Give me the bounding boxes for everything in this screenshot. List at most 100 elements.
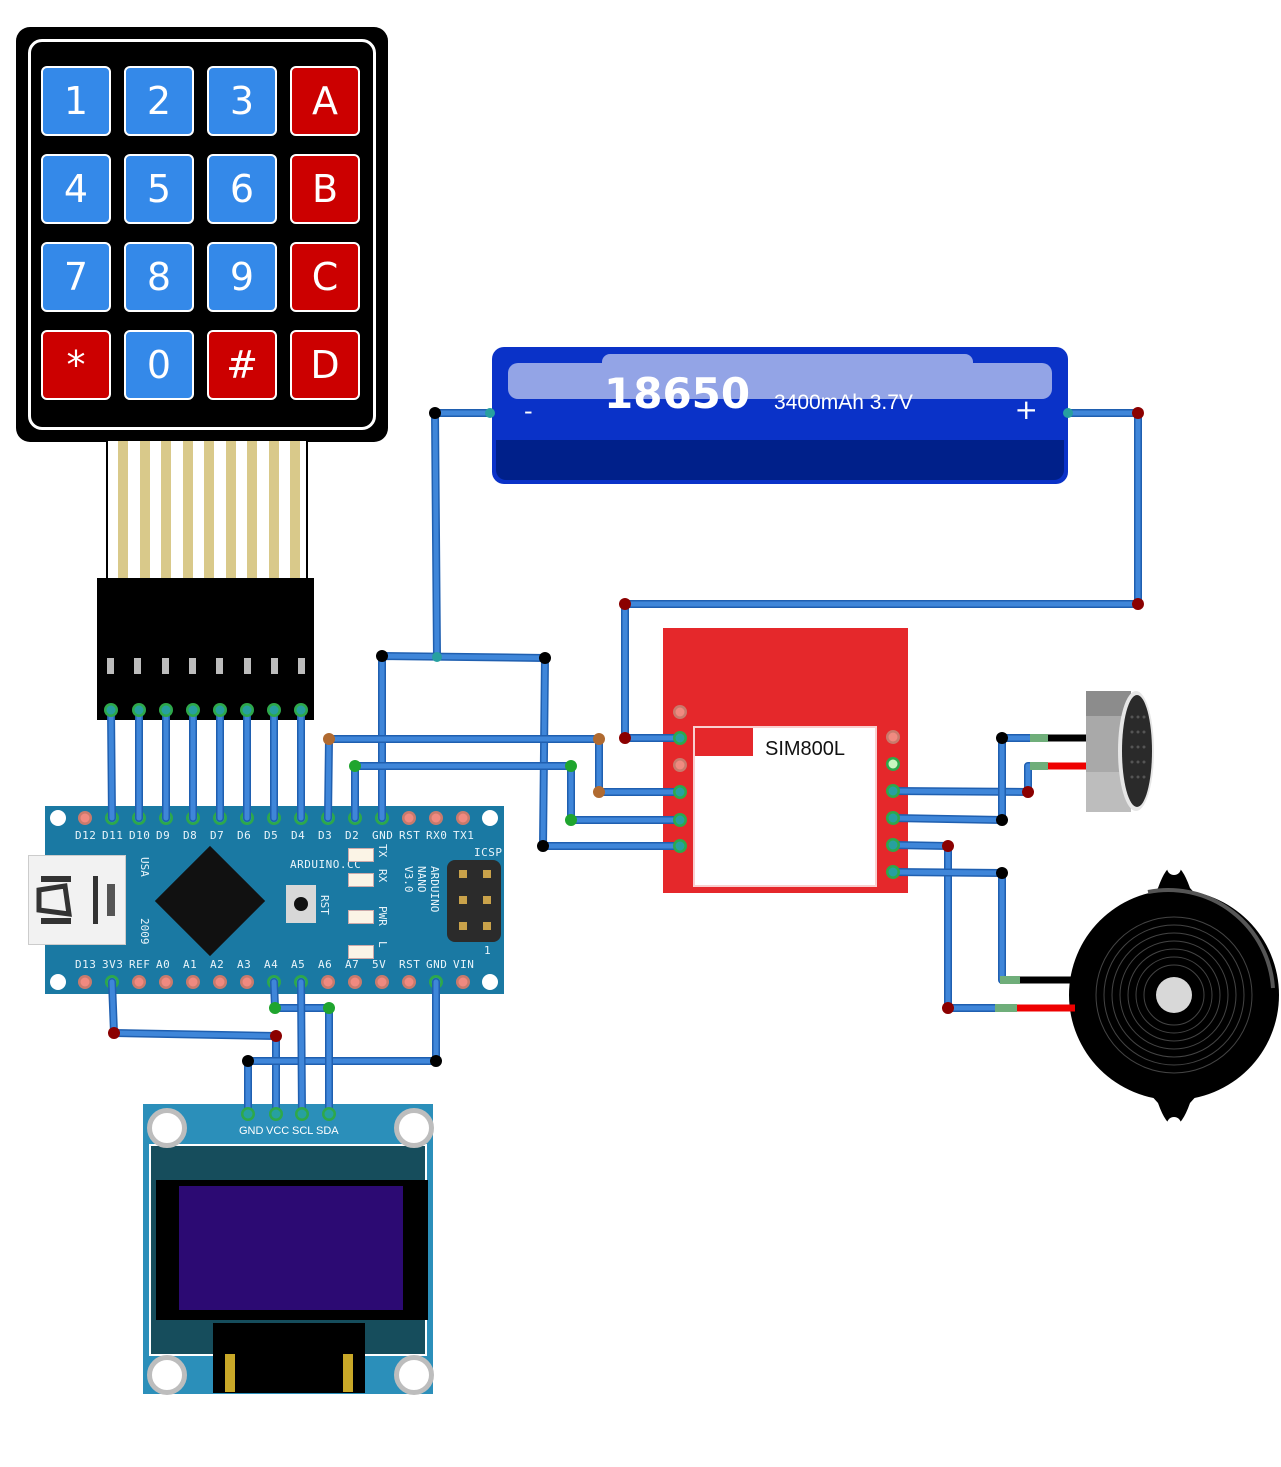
header-slot: [134, 658, 142, 674]
mic-lead-sleeve: [1030, 762, 1048, 770]
keypad-key[interactable]: 7: [41, 242, 111, 312]
pin-label-rst: RST: [399, 958, 421, 971]
oled-pin-label-gnd: GND: [239, 1125, 264, 1137]
keypad-key[interactable]: C: [290, 242, 360, 312]
usb-mini-connector: [28, 855, 126, 945]
oled-pin-label-vcc: VCC: [266, 1125, 290, 1137]
arduino-bottom-pin-center: [80, 977, 90, 987]
keypad-key[interactable]: 9: [207, 242, 277, 312]
keypad-bezel: [28, 39, 376, 430]
arduino-bottom-pin-center: [377, 977, 387, 987]
keypad-key[interactable]: 1: [41, 66, 111, 136]
ribbon-trace: [247, 441, 257, 581]
header-slot: [243, 658, 251, 674]
junction: [565, 760, 577, 772]
junction: [537, 840, 549, 852]
pin-label-3v3: 3V3: [102, 958, 124, 971]
pin-label-d2: D2: [345, 829, 360, 842]
keypad-key[interactable]: 3: [207, 66, 277, 136]
junction: [593, 786, 605, 798]
oled-pin-label-sda: SDA: [316, 1125, 339, 1137]
icsp-pin: [459, 896, 467, 904]
sim-left-pin-center: [675, 787, 685, 797]
battery-model-label: 18650: [604, 369, 751, 418]
junction: [432, 652, 442, 662]
ribbon-trace: [118, 441, 128, 581]
header-pin-center: [215, 705, 225, 715]
pin-label-a6: A6: [318, 958, 333, 971]
battery-positive-wire-core[interactable]: [622, 410, 1141, 741]
battery-negative-wire-core[interactable]: [432, 410, 493, 660]
led-label-tx: TX: [376, 844, 389, 858]
junction: [593, 733, 605, 745]
pin-label-vin: VIN: [453, 958, 475, 971]
status-led: [348, 848, 374, 862]
pin-label-d3: D3: [318, 829, 333, 842]
mic-negative-wire-core[interactable]: [890, 735, 1043, 823]
keypad-key[interactable]: 4: [41, 154, 111, 224]
year-label: 2009: [138, 918, 151, 945]
battery-terminal: [1063, 408, 1073, 418]
icsp-pin: [483, 896, 491, 904]
header-slot: [188, 658, 196, 674]
oled-pin-center: [271, 1109, 281, 1119]
keypad-key[interactable]: 2: [124, 66, 194, 136]
junction: [242, 1055, 254, 1067]
keypad-key[interactable]: A: [290, 66, 360, 136]
oled-flex-cable: [213, 1323, 365, 1393]
oled-ground-wire-core[interactable]: [245, 979, 439, 1116]
keypad-key[interactable]: B: [290, 154, 360, 224]
pin-label-a0: A0: [156, 958, 171, 971]
keypad-key[interactable]: #: [207, 330, 277, 400]
junction: [270, 1030, 282, 1042]
junction: [942, 1002, 954, 1014]
icsp-pin: [483, 922, 491, 930]
pin-label-d9: D9: [156, 829, 171, 842]
junction: [996, 732, 1008, 744]
pin-label-rx0: RX0: [426, 829, 448, 842]
arduino-bottom-pin-center: [350, 977, 360, 987]
header-slot: [216, 658, 224, 674]
keypad-wire-core[interactable]: [108, 707, 115, 821]
mounting-hole: [394, 1355, 434, 1395]
buzzer-lead-sleeve: [995, 1004, 1017, 1012]
oled-display-module: [143, 1104, 434, 1395]
junction: [565, 814, 577, 826]
mounting-hole: [147, 1355, 187, 1395]
keypad-key[interactable]: *: [41, 330, 111, 400]
keypad-key[interactable]: 5: [124, 154, 194, 224]
header-pin-center: [134, 705, 144, 715]
pin-label-ref: REF: [129, 958, 151, 971]
sim800l-module: SIM800L: [663, 628, 908, 893]
scl-wire-core[interactable]: [298, 979, 305, 1116]
battery-shadow: [496, 440, 1064, 480]
junction: [376, 650, 388, 662]
arduino-bottom-pin-center: [404, 977, 414, 987]
sim-left-pin-center: [675, 733, 685, 743]
mounting-hole: [482, 974, 498, 990]
vcc-wire-core[interactable]: [109, 979, 279, 1116]
keypad-key[interactable]: 8: [124, 242, 194, 312]
keypad-key[interactable]: 6: [207, 154, 277, 224]
oled-flex-contact: [343, 1354, 353, 1392]
arduino-model-label: ARDUINO NANO V3.0: [402, 866, 441, 913]
header-slot: [161, 658, 169, 674]
junction: [619, 732, 631, 744]
junction: [539, 652, 551, 664]
mounting-hole: [50, 810, 66, 826]
sim-left-pin-center: [675, 815, 685, 825]
led-label-pwr: PWR: [376, 906, 389, 926]
keypad-key[interactable]: 0: [124, 330, 194, 400]
pin-label-a3: A3: [237, 958, 252, 971]
battery-spec-label: 3400mAh 3.7V: [774, 391, 913, 414]
sim-left-pin-center: [675, 707, 685, 717]
reset-button[interactable]: [286, 885, 316, 923]
junction: [942, 840, 954, 852]
keypad-key[interactable]: D: [290, 330, 360, 400]
pin-label-5v: 5V: [372, 958, 387, 971]
buzzer-positive-wire-core[interactable]: [890, 842, 1003, 1011]
junction: [108, 1027, 120, 1039]
mounting-hole: [482, 810, 498, 826]
